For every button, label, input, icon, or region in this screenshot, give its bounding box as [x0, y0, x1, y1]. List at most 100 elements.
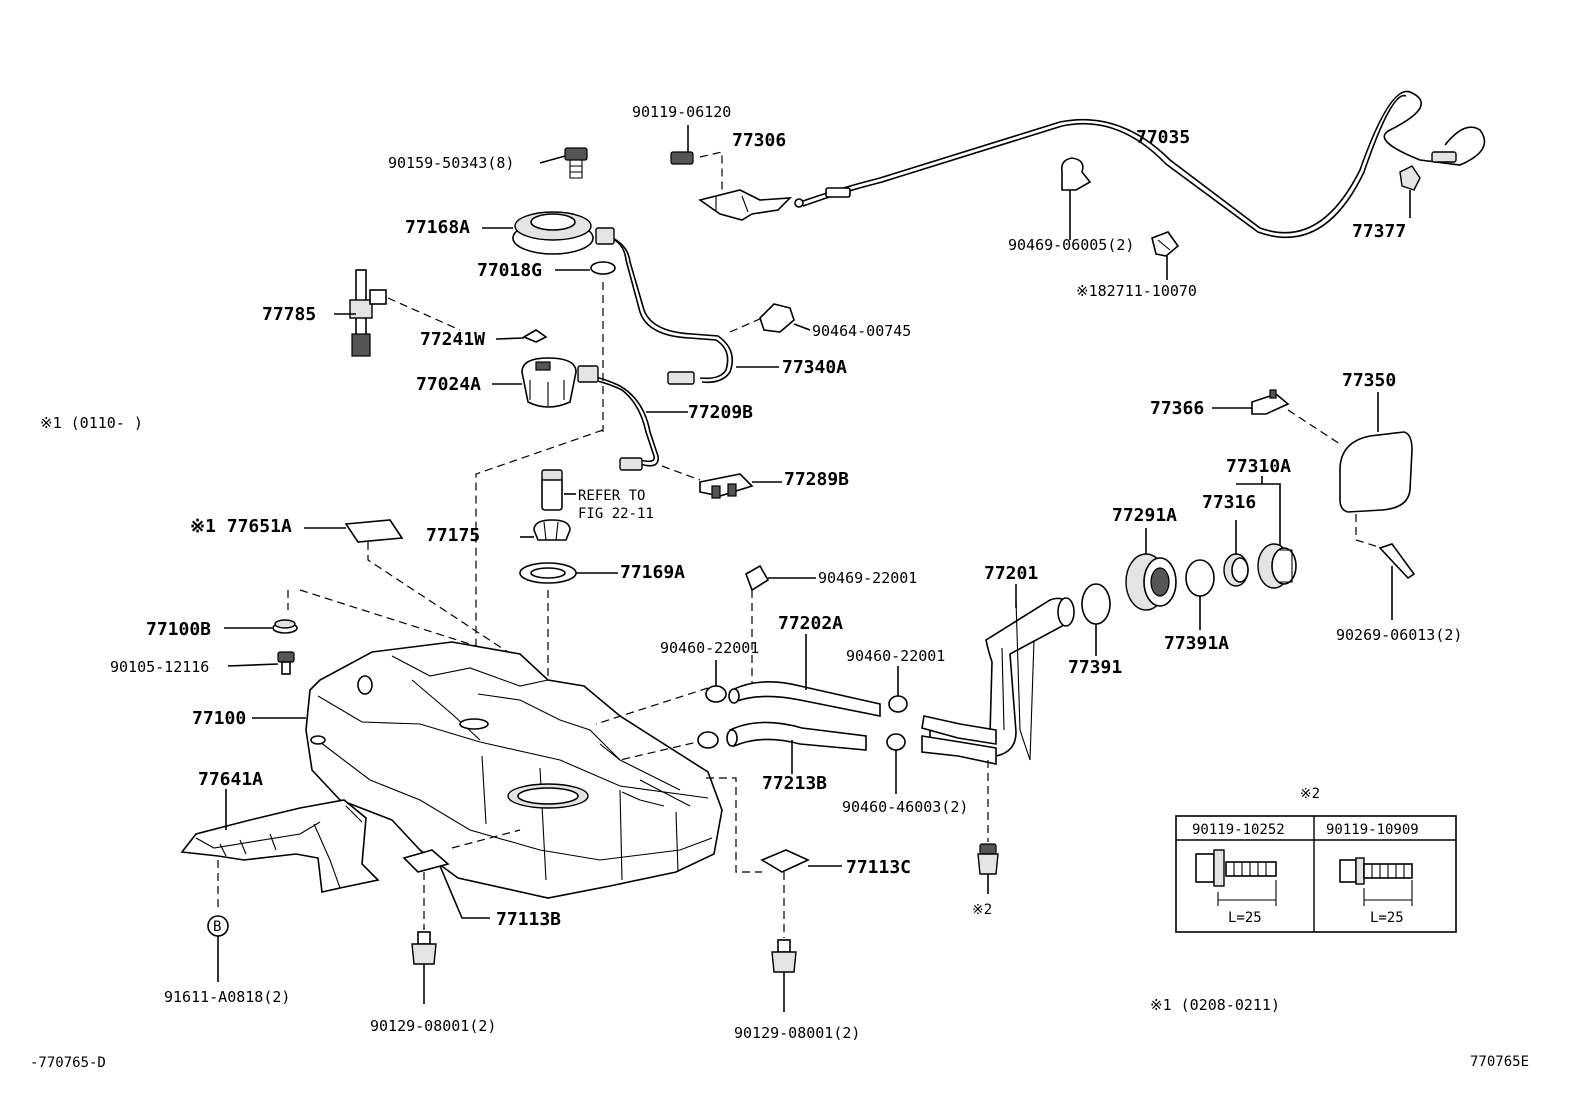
- label-77241w: 77241W: [420, 329, 485, 350]
- clip-77241w: [495, 329, 548, 343]
- label-90460-46003: 90460-46003(2): [842, 798, 968, 816]
- label-77366: 77366: [1150, 398, 1204, 419]
- fuel-lid-77350: [1339, 392, 1413, 513]
- cable-clip-82711-10070: [1151, 231, 1180, 280]
- clamp-90469-22001: [745, 564, 816, 690]
- spec-table-title: ※2: [1300, 786, 1320, 802]
- b-marker: [207, 915, 229, 982]
- label-90469-06005: 90469-06005(2): [1008, 236, 1134, 254]
- label-77035: 77035: [1136, 127, 1190, 148]
- clamps-90460-22001-left: [697, 660, 727, 749]
- bolt-x2-under-pipe: [977, 843, 999, 894]
- pad-77651a: [304, 519, 404, 543]
- label-82711-10070: ※182711-10070: [1076, 282, 1197, 300]
- assembly-dash-4: [706, 777, 762, 873]
- label-77113b: 77113B: [496, 909, 561, 930]
- cable-clamp-90469-06005: [1060, 157, 1092, 240]
- spec-table: ※2 90119-10252 90119-10909 L=25 L=25: [1175, 786, 1457, 933]
- pad-77113c: [760, 849, 842, 938]
- sender-gauge-77785: [334, 269, 461, 357]
- spec-col2-length: L=25: [1370, 910, 1404, 926]
- fuel-tank-77100: [252, 641, 723, 899]
- label-77316: 77316: [1202, 492, 1256, 513]
- bolt-90105-12116: [227, 651, 295, 675]
- hose-77213b: [726, 721, 867, 774]
- label-refer-fig: FIG 22-11: [578, 506, 654, 522]
- cable-end-ball: [794, 198, 804, 208]
- label-90460-22001-right: 90460-22001: [846, 647, 945, 665]
- protector-90464-00745: [729, 303, 811, 333]
- cable-end-fitting: [825, 187, 851, 198]
- label-77350: 77350: [1342, 370, 1396, 391]
- label-77641a: 77641A: [198, 769, 263, 790]
- label-90460-22001-left: 90460-22001: [660, 639, 759, 657]
- gasket-77316: [1223, 520, 1249, 587]
- footer-right-code: 770765E: [1470, 1054, 1529, 1070]
- gasket-77391a: [1185, 559, 1215, 630]
- label-90105-12116: 90105-12116: [110, 658, 209, 676]
- label-77651a: ※1 77651A: [190, 516, 292, 537]
- hose-77202a: [728, 634, 881, 717]
- label-77377: 77377: [1352, 221, 1406, 242]
- bolt-90129-08001-left: [411, 931, 437, 1004]
- gasket-77169a: [519, 562, 618, 584]
- cap-housing-77291a: [1125, 528, 1177, 611]
- label-77175: 77175: [426, 525, 480, 546]
- cushion-77100b: [224, 619, 298, 634]
- label-refer-to: REFER TO: [578, 488, 645, 504]
- cable-clip-77377: [1399, 165, 1421, 218]
- label-91611-a0818: 91611-A0818(2): [164, 988, 290, 1006]
- label-77168a: 77168A: [405, 217, 470, 238]
- label-77289b: 77289B: [784, 469, 849, 490]
- label-77100: 77100: [192, 708, 246, 729]
- protector-77641a: [180, 789, 380, 912]
- pump-bracket-77024a: [492, 357, 577, 408]
- gasket-77018g: [555, 261, 616, 275]
- label-77202a: 77202A: [778, 613, 843, 634]
- spec-col2-part: 90119-10909: [1326, 822, 1419, 838]
- assembly-dash-5: [451, 829, 521, 849]
- label-77785: 77785: [262, 304, 316, 325]
- retainer-ring-77168a: [482, 211, 594, 255]
- label-b-marker: B: [213, 919, 221, 935]
- wire-harness-77209b: [577, 365, 688, 471]
- note-x1-range: ※1 (0110- ): [40, 414, 143, 432]
- label-77291a: 77291A: [1112, 505, 1177, 526]
- hose-dash-lines: [595, 687, 709, 761]
- filler-pipe-77201: [921, 584, 1075, 842]
- fuel-cap-77310a: [1236, 476, 1297, 589]
- clamps-90460-right: [886, 666, 908, 794]
- bolt-90119-06120: [670, 151, 694, 165]
- bolt-flange-icon: [1339, 857, 1413, 906]
- label-77209b: 77209B: [688, 402, 753, 423]
- cable-lever-fitting: [1431, 151, 1457, 163]
- screw-90269-06013: [1355, 514, 1416, 620]
- label-77113c: 77113C: [846, 857, 911, 878]
- label-77213b: 77213B: [762, 773, 827, 794]
- label-90159-50343: 90159-50343(8): [388, 154, 514, 172]
- label-77100b: 77100B: [146, 619, 211, 640]
- fuel-pump: [541, 469, 576, 511]
- bolt-with-washer-icon: [1195, 849, 1277, 906]
- label-90464-00745: 90464-00745: [812, 322, 911, 340]
- label-77018g: 77018G: [477, 260, 542, 281]
- pad-77113b: [402, 849, 490, 930]
- label-90129-08001-right: 90129-08001(2): [734, 1024, 860, 1042]
- label-77306: 77306: [732, 130, 786, 151]
- filter-77175: [520, 519, 571, 541]
- pump-bolt-90159-50343: [539, 147, 588, 179]
- label-77169a: 77169A: [620, 562, 685, 583]
- label-90269-06013: 90269-06013(2): [1336, 626, 1462, 644]
- label-77340a: 77340A: [782, 357, 847, 378]
- label-90129-08001-left: 90129-08001(2): [370, 1017, 496, 1035]
- label-77391a: 77391A: [1164, 633, 1229, 654]
- note-x2-under-pipe: ※2: [972, 902, 992, 918]
- bolt-90129-08001-right: [771, 939, 797, 1012]
- gasket-77391: [1081, 583, 1111, 656]
- hinge-77366: [1212, 389, 1341, 445]
- assembly-dash-2: [367, 542, 521, 661]
- label-77201: 77201: [984, 563, 1038, 584]
- spec-col1-length: L=25: [1228, 910, 1262, 926]
- wire-harness-77340a: [595, 227, 779, 385]
